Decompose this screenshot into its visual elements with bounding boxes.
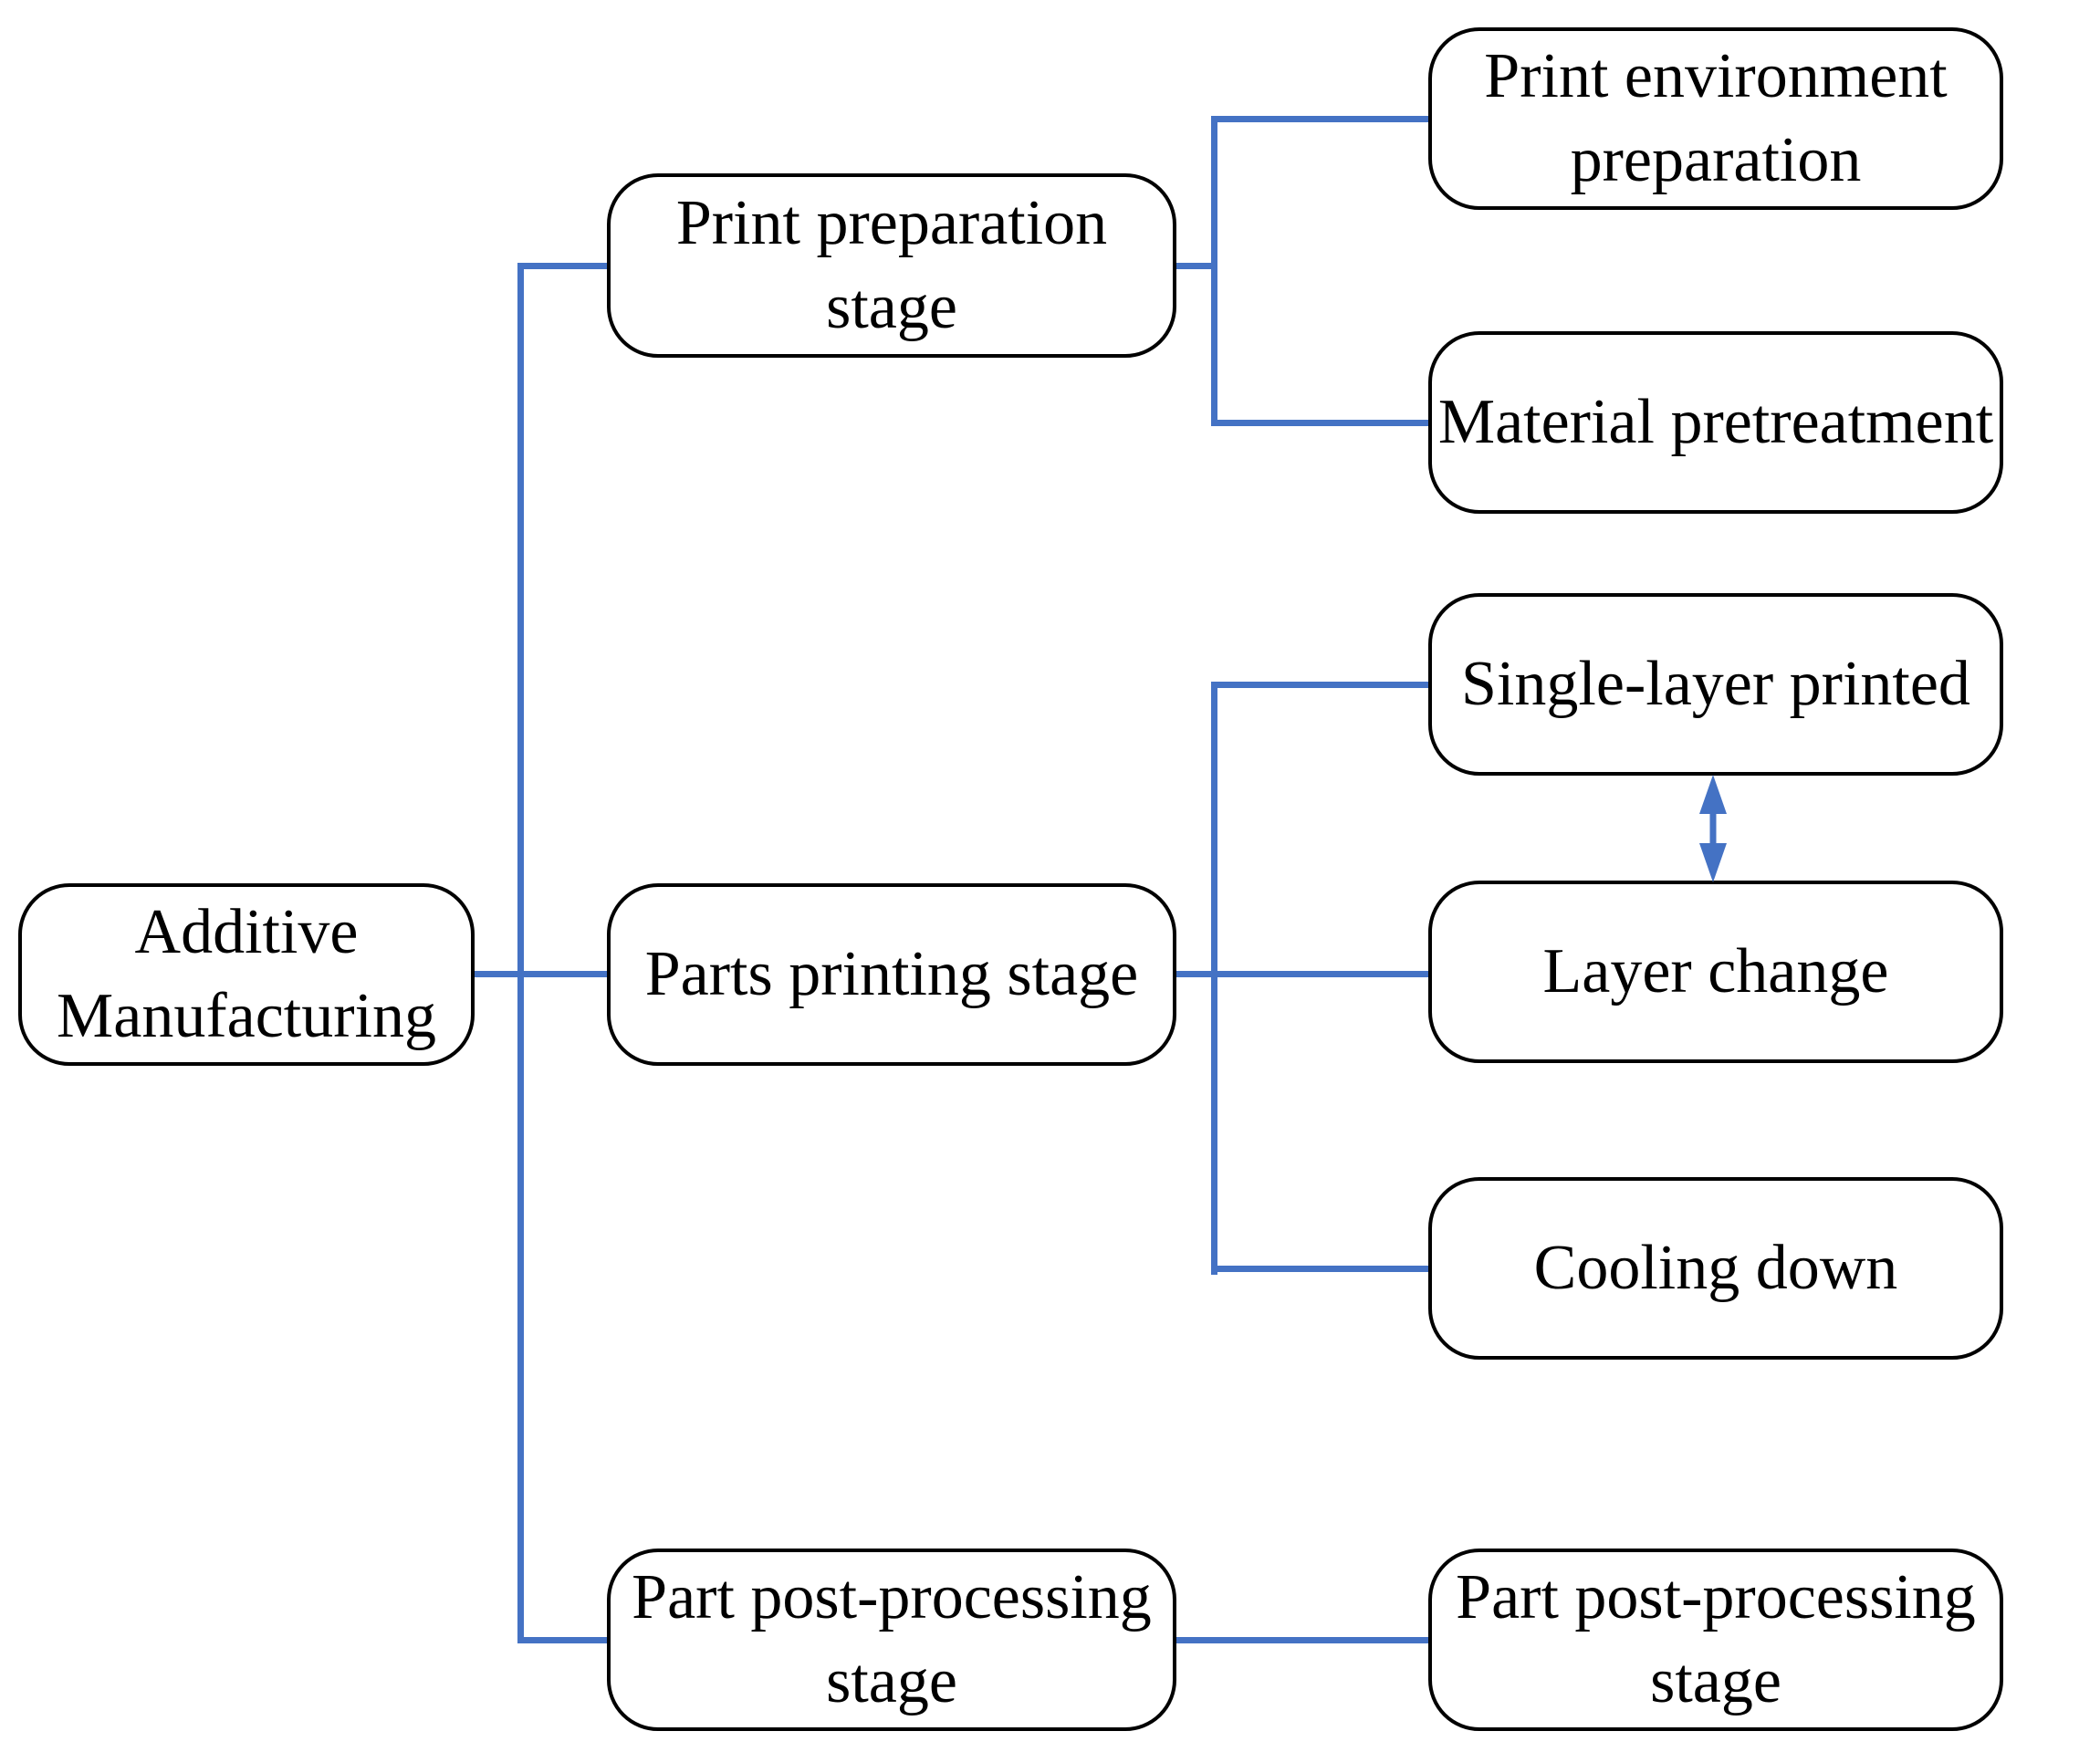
node-label: Layer change <box>1542 936 1889 1007</box>
connector-trunk-vertical <box>517 263 524 1643</box>
node-material-pretreatment: Material pretreatment <box>1428 331 2003 514</box>
connector-bracket2-vertical <box>1211 682 1217 1275</box>
node-additive-manufacturing: Additive Manufacturing <box>18 883 475 1066</box>
connector-to-material-pretreatment <box>1211 420 1430 426</box>
node-label: Part post-processing stage <box>1456 1562 1976 1716</box>
connector-trunk-to-part-post-processing <box>517 1637 609 1643</box>
node-single-layer-printed: Single-layer printed <box>1428 593 2003 776</box>
connector-to-print-environment <box>1211 116 1430 122</box>
node-label: Print environment preparation <box>1484 41 1948 195</box>
connector-root-to-trunk <box>469 971 609 977</box>
node-part-post-processing-stage-mid: Part post-processing stage <box>607 1549 1176 1731</box>
node-cooling-down: Cooling down <box>1428 1177 2003 1360</box>
bidirectional-arrow-icon <box>1695 775 1731 882</box>
node-label: Parts printing stage <box>644 939 1139 1010</box>
node-label: Print preparation stage <box>675 188 1108 342</box>
connector-trunk-to-print-preparation <box>517 263 609 269</box>
connector-to-cooling-down <box>1211 1266 1430 1272</box>
node-label: Additive Manufacturing <box>57 897 436 1051</box>
node-label: Single-layer printed <box>1461 649 1970 720</box>
node-parts-printing-stage: Parts printing stage <box>607 883 1176 1066</box>
node-layer-change: Layer change <box>1428 881 2003 1063</box>
node-print-environment-preparation: Print environment preparation <box>1428 27 2003 210</box>
node-print-preparation-stage: Print preparation stage <box>607 173 1176 358</box>
connector-to-single-layer <box>1211 682 1430 688</box>
connector-part-post-to-part-post <box>1175 1637 1430 1643</box>
connector-bracket1-vertical <box>1211 116 1217 426</box>
node-label: Cooling down <box>1533 1233 1898 1304</box>
node-label: Part post-processing stage <box>632 1562 1152 1716</box>
node-part-post-processing-stage-right: Part post-processing stage <box>1428 1549 2003 1731</box>
node-label: Material pretreatment <box>1437 387 1994 458</box>
connector-print-preparation-to-bracket <box>1175 263 1217 269</box>
connector-parts-printing-to-layer-change <box>1175 971 1430 977</box>
